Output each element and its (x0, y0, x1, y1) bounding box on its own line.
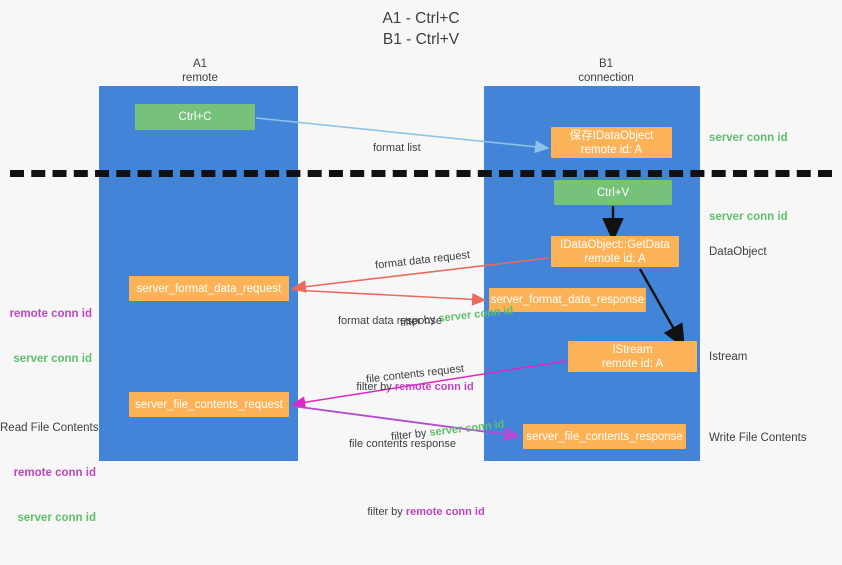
node-istream[interactable]: IStream remote id: A (568, 341, 697, 372)
edge-label-fcresp-line1: file contents response (349, 438, 457, 450)
edge-label-format-list: format list (373, 111, 421, 186)
annotation-remote-conn-id-read: remote conn id (13, 467, 96, 479)
diagram-canvas: A1 - Ctrl+C B1 - Ctrl+V A1 remote B1 con… (0, 10, 832, 524)
edge-label-fdresp-line2: filter by remote conn id (338, 365, 474, 410)
page-title: A1 - Ctrl+C B1 - Ctrl+V (382, 10, 460, 48)
edge-format-list (255, 117, 550, 154)
phase-divider (10, 170, 832, 177)
node-idataobject-getdata[interactable]: IDataObject::GetData remote id: A (551, 236, 679, 267)
annotation-server-conn-id-format: server conn id (13, 353, 92, 365)
annotation-remote-conn-id-format: remote conn id (9, 308, 92, 320)
annotation-write-file-contents: Write File Contents (709, 432, 807, 444)
edge-file-contents-request (291, 360, 567, 409)
edge-layer (255, 117, 685, 442)
annotation-server-conn-id-top: server conn id (709, 132, 788, 144)
node-save-idataobject[interactable]: 保存IDataObject remote id: A (551, 127, 672, 158)
edge-label-fcresp-key: remote conn id (405, 506, 485, 518)
edge-label-file-contents-response: file contents response filter by remote … (349, 407, 485, 565)
edge-format-data-response (291, 289, 487, 306)
annotation-format-conn-ids: remote conn id server conn id (0, 277, 92, 397)
node-server-format-data-response[interactable]: server_format_data_response (489, 288, 646, 312)
edge-getdata-to-istream (638, 268, 685, 349)
annotation-dataobject: DataObject (709, 246, 767, 258)
edge-label-format-data-response: format data response filter by remote co… (338, 284, 474, 440)
edge-label-fcreq-line1: file contents request (365, 362, 465, 386)
annotation-server-conn-id-mid: server conn id (709, 211, 788, 223)
edge-label-fcresp-prefix: filter by (367, 506, 406, 518)
edge-label-fdreq-line1: format data request (374, 249, 471, 272)
edge-file-contents-response (291, 405, 521, 442)
edge-label-fcresp-line2: filter by remote conn id (349, 490, 485, 535)
node-ctrl-c[interactable]: Ctrl+C (135, 104, 255, 130)
column-header-b1: B1 connection (578, 58, 634, 84)
edge-label-fdresp-line1: format data response (338, 315, 442, 327)
node-ctrl-v[interactable]: Ctrl+V (554, 180, 672, 205)
annotation-read-file-contents-group: Read File Contents remote conn id server… (0, 391, 99, 556)
edge-label-fdresp-prefix: filter by (356, 381, 395, 393)
edge-label-format-list-line1: format list (373, 142, 421, 154)
edge-format-data-request (291, 257, 550, 293)
edge-label-fdresp-key: remote conn id (394, 381, 474, 393)
node-server-file-contents-response[interactable]: server_file_contents_response (523, 424, 686, 449)
column-header-a1: A1 remote (182, 58, 218, 84)
annotation-server-conn-id-read: server conn id (17, 512, 96, 524)
annotation-read-file-contents: Read File Contents (0, 422, 99, 434)
node-server-file-contents-request[interactable]: server_file_contents_request (129, 392, 289, 417)
annotation-istream: Istream (709, 351, 748, 363)
node-server-format-data-request[interactable]: server_format_data_request (129, 276, 289, 301)
